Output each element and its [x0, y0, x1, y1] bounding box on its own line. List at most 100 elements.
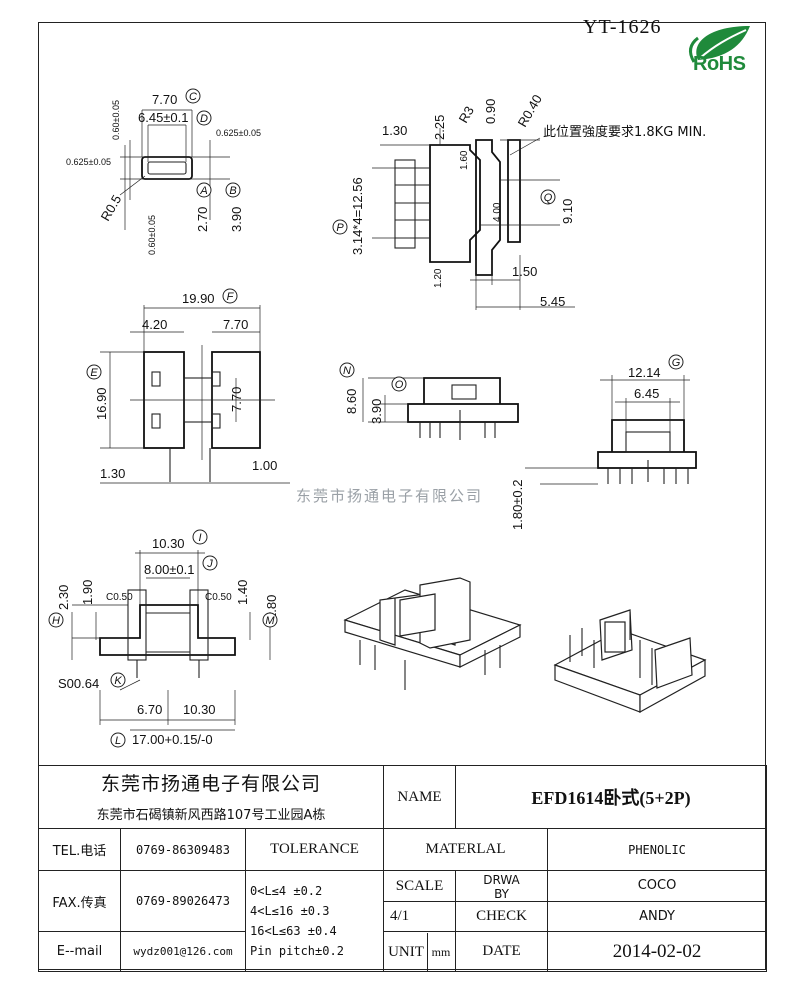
- callout-e: E: [90, 367, 98, 379]
- tel-label: TEL.电话: [38, 828, 121, 871]
- strength-note: 此位置強度要求1.8KG MIN.: [543, 125, 707, 140]
- tolerance-row-4: Pin pitch±0.2: [250, 944, 344, 958]
- company-name: 东莞市扬通电子有限公司: [37, 765, 385, 799]
- callout-h: H: [52, 615, 60, 627]
- callout-g: G: [672, 357, 681, 369]
- drawn-label-1: DRWA: [483, 872, 520, 887]
- part-name: EFD1614卧式(5+2P): [455, 765, 768, 829]
- tolerance-row-2: 4<L≤16 ±0.3: [250, 904, 330, 918]
- side-section-view: 1.30 2.25 R3 0.90 R0.40 1.60 4.00 9.10 3…: [332, 92, 575, 310]
- tolerance-label: TOLERANCE: [244, 828, 385, 871]
- dim-12.56: 3.14*4=12.56: [350, 177, 365, 255]
- dim-12.14: 12.14: [628, 365, 661, 380]
- dim-1.30-a: 1.30: [382, 123, 407, 138]
- dim-2.25: 2.25: [432, 115, 447, 140]
- side-body: [429, 144, 481, 263]
- dim-0.625-b: 0.625±0.05: [216, 128, 261, 138]
- fax-value: 0769-89026473: [120, 870, 246, 932]
- dim-s0.64: S00.64: [58, 676, 99, 691]
- fax-label: FAX.传真: [38, 870, 121, 932]
- dim-7.70-a: 7.70: [152, 92, 177, 107]
- tolerance-table: 0<L≤4 ±0.2 4<L≤16 ±0.3 16<L≤63 ±0.4 Pin …: [244, 870, 385, 972]
- callout-o: O: [395, 379, 404, 391]
- rohs-label: RoHS: [693, 53, 746, 75]
- dim-0.60-b: 0.60±0.05: [147, 215, 157, 255]
- dim-0.90: 0.90: [483, 99, 498, 124]
- dim-r3: R3: [456, 104, 477, 126]
- callout-n: N: [343, 365, 351, 377]
- watermark: 东莞市扬通电子有限公司: [296, 487, 484, 505]
- dim-c0.50-a: C0.50: [106, 592, 133, 603]
- dim-19.90: 19.90: [182, 291, 215, 306]
- dim-10.30-b: 10.30: [183, 702, 216, 717]
- scale-label: SCALE: [384, 872, 455, 902]
- dim-16.90: 16.90: [94, 387, 109, 420]
- bottom-section-view: 10.30 I 8.00±0.1 J 2.30 1.90 C0.50 C0.50…: [48, 529, 279, 748]
- title-block: 东莞市扬通电子有限公司 NAME EFD1614卧式(5+2P) 东莞市石碣镇新…: [37, 765, 768, 972]
- scale-cell: SCALE 4/1: [383, 870, 457, 932]
- top-view: 19.90 F 4.20 7.70 16.90 E 7.70 1.30 1.00: [86, 288, 290, 484]
- dim-1.90: 1.90: [80, 580, 95, 605]
- pin-section-view: 7.70 6.45±0.1 0.625±0.05 0.625±0.05 0.60…: [66, 88, 261, 255]
- dim-2.30: 2.30: [56, 585, 71, 610]
- tolerance-row-1: 0<L≤4 ±0.2: [250, 884, 323, 898]
- dim-1.40: 1.40: [235, 580, 250, 605]
- callout-j: J: [206, 558, 213, 570]
- callout-l: L: [115, 735, 121, 747]
- callout-c: C: [189, 91, 197, 103]
- isometric-view-front: [343, 577, 522, 690]
- dim-10.30-a: 10.30: [152, 536, 185, 551]
- dim-7.70-c: 7.70: [229, 387, 244, 412]
- isometric-view-back: [553, 609, 707, 714]
- material-value: PHENOLIC: [547, 828, 768, 871]
- email-value: wydz001@126.com: [120, 931, 246, 972]
- callout-q: Q: [544, 192, 553, 204]
- drawing-number: YT-1626: [583, 16, 662, 38]
- dim-6.70: 6.70: [137, 702, 162, 717]
- callout-d: D: [200, 113, 208, 125]
- dim-1.00: 1.00: [252, 458, 277, 473]
- pin-inner-outline: [147, 161, 187, 175]
- unit-value: mm: [431, 944, 451, 959]
- company-address: 东莞市石碣镇新风西路107号工业园A栋: [37, 798, 385, 829]
- rohs-leaf-logo: [689, 26, 750, 63]
- dim-1.80-a: 1.80±0.2: [510, 479, 525, 530]
- callout-b: B: [229, 185, 236, 197]
- dim-17.00: 17.00+0.15/-0: [132, 732, 213, 747]
- dim-1.30-b: 1.30: [100, 466, 125, 481]
- tolerance-row-3: 16<L≤63 ±0.4: [250, 924, 337, 938]
- dim-0.60-a: 0.60±0.05: [111, 100, 121, 140]
- check-label: CHECK: [476, 907, 527, 924]
- bottom-body: [99, 604, 236, 656]
- names-cell: COCO ANDY: [547, 870, 768, 932]
- drawn-check-cell: DRWA BY CHECK: [455, 870, 549, 932]
- scale-value: 4/1: [390, 908, 410, 924]
- checked-by: ANDY: [639, 909, 675, 924]
- dim-1.50: 1.50: [512, 264, 537, 279]
- dim-0.625-a: 0.625±0.05: [66, 157, 111, 167]
- dim-6.45-a: 6.45±0.1: [138, 110, 189, 125]
- end-base: [597, 451, 697, 469]
- front-base: [407, 403, 519, 423]
- callout-m: M: [265, 615, 275, 627]
- dim-5.45: 5.45: [540, 294, 565, 309]
- email-label: E--mail: [38, 931, 121, 972]
- material-label: MATERLAL: [383, 828, 549, 871]
- callout-i: I: [198, 532, 201, 544]
- dim-r0.40: R0.40: [515, 92, 545, 130]
- date-label: DATE: [455, 931, 549, 972]
- tel-value: 0769-86309483: [120, 828, 246, 871]
- callout-p: P: [336, 222, 344, 234]
- dim-6.45-b: 6.45: [634, 386, 659, 401]
- dim-4.20: 4.20: [142, 317, 167, 332]
- dim-4.00: 4.00: [492, 202, 503, 222]
- dim-2.70: 2.70: [195, 207, 210, 232]
- dim-3.90-b: 3.90: [369, 399, 384, 424]
- dim-7.70-b: 7.70: [223, 317, 248, 332]
- dim-3.90-a: 3.90: [229, 207, 244, 232]
- dim-9.10: 9.10: [560, 199, 575, 224]
- unit-label: UNIT: [385, 932, 429, 971]
- dim-r0.5: R0.5: [98, 192, 125, 223]
